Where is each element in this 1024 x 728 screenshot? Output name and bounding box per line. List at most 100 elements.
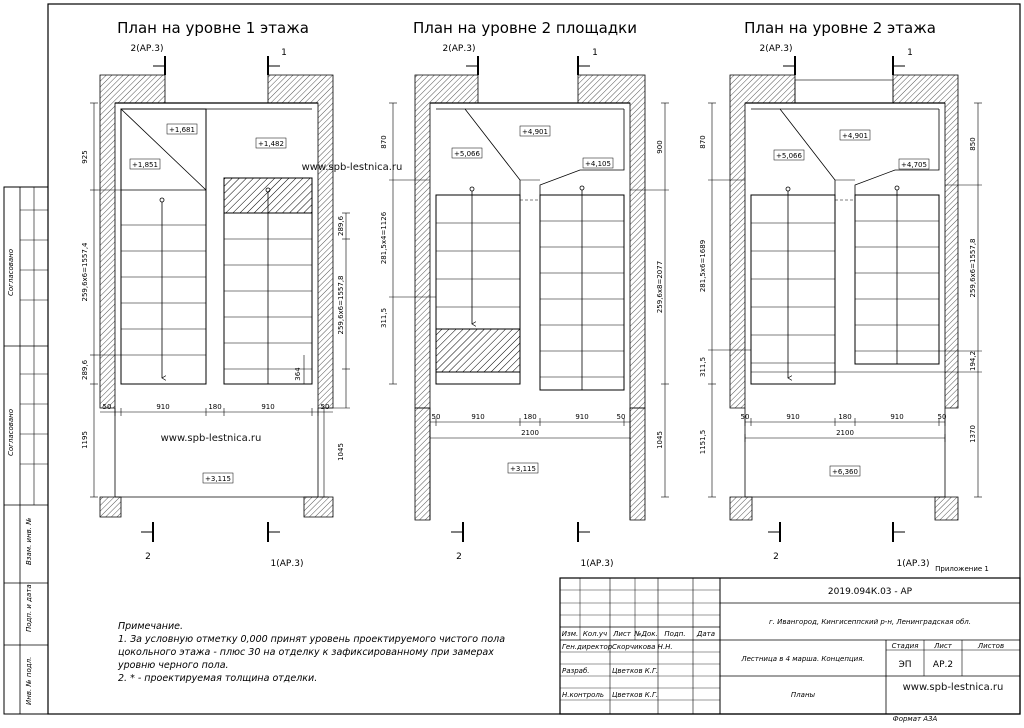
- format-label: Формат А3А: [893, 715, 938, 723]
- plan3-dim-left-3: 1151,5: [699, 430, 707, 455]
- plan1-section-bottom-right: 1(АР.3): [271, 559, 304, 569]
- plan3-section-top-right: 1: [907, 48, 913, 58]
- plan1-dim-right-2: 364: [294, 367, 302, 381]
- sheets-label: Листов: [977, 642, 1004, 650]
- plan2-dim-left-1: 281,5х4=1126: [380, 211, 388, 264]
- plan3-title: План на уровне 2 этажа: [744, 19, 936, 37]
- plan3-dim-right-3: 1370: [969, 425, 977, 443]
- col-list: Лист: [612, 630, 632, 638]
- notes-heading: Примечание.: [118, 621, 184, 632]
- watermark-2: www.spb-lestnica.ru: [161, 433, 262, 444]
- title-block-watermark: www.spb-lestnica.ru: [903, 682, 1004, 693]
- plan2-section-top-left: 2(АР.3): [443, 44, 476, 54]
- stage-label: Стадия: [892, 642, 919, 650]
- inv-replace-label: Взам. инв. №: [25, 517, 33, 565]
- plan3-dim-right-0: 850: [969, 137, 977, 150]
- plan3-level-1: +5,066: [776, 152, 802, 160]
- inv-orig-label: Инв. № подл.: [25, 657, 33, 705]
- notes-line-2: цокольного этажа - плюс 30 на отделку к …: [118, 647, 494, 658]
- role-0: Ген.директор: [562, 643, 613, 651]
- plan3-level-2: +4,705: [901, 161, 927, 169]
- plan3-dim-left-0: 870: [699, 135, 707, 148]
- plan3-section-bottom-right: 1(АР.3): [897, 559, 930, 569]
- plan1-level-0: +1,681: [169, 126, 195, 134]
- col-date: Дата: [696, 630, 715, 638]
- plan2-dim-bottom-4: 50: [617, 413, 626, 421]
- doc-object: Лестница в 4 марша. Концепция.: [740, 655, 864, 663]
- plan3-dim-bottom-1: 910: [786, 413, 799, 421]
- plan1-dim-bottom-4: 50: [321, 403, 330, 411]
- plan1-dim-bottom-0: 50: [103, 403, 112, 411]
- plan1-dim-left-0: 925: [81, 150, 89, 163]
- plan3-section-top-left: 2(АР.3): [760, 44, 793, 54]
- doc-sheet-name: Планы: [791, 691, 816, 699]
- plan-1: +1,681 +1,482 +1,851 +3,115 925 259,6х6=…: [81, 44, 350, 569]
- plan2-dim-bottom-1: 910: [471, 413, 484, 421]
- plan2-level-3: +3,115: [510, 465, 536, 473]
- plan3-dim-left-2: 311,5: [699, 357, 707, 377]
- role-2: Н.контроль: [562, 691, 604, 699]
- sheet-frame: [47, 3, 1021, 715]
- plan3-dim-bottom-4: 50: [938, 413, 947, 421]
- plan1-section-top-right: 1: [281, 48, 287, 58]
- col-sign: Подп.: [664, 630, 685, 638]
- doc-code: 2019.094К.03 - АР: [828, 587, 913, 597]
- plan2-dim-bottom-2: 180: [523, 413, 536, 421]
- agreed-label-1: Согласовано: [7, 249, 15, 296]
- plan1-level-1: +1,482: [258, 140, 284, 148]
- plan1-dim-right-1: 259,6х6=1557,8: [337, 276, 345, 335]
- plan3-level-3: +6,360: [832, 468, 858, 476]
- plan2-title: План на уровне 2 площадки: [413, 19, 637, 37]
- notes-line-4: 2. * - проектируемая толщина отделки.: [118, 673, 318, 684]
- plan2-level-1: +5,066: [454, 150, 480, 158]
- plan2-width-total: 2100: [521, 429, 539, 437]
- sheet-value: АР.2: [933, 660, 953, 670]
- plan2-dim-left-0: 870: [380, 135, 388, 148]
- plan1-dim-left-3: 1195: [81, 431, 89, 449]
- left-stamp-column: Согласовано Согласовано Взам. инв. № Под…: [3, 186, 49, 715]
- plan1-level-2: +1,851: [132, 161, 158, 169]
- agreed-label-2: Согласовано: [7, 409, 15, 456]
- plan1-dim-right-3: 1045: [337, 443, 345, 461]
- plan1-dim-bottom-1: 910: [156, 403, 169, 411]
- plan2-section-bottom-right: 1(АР.3): [581, 559, 614, 569]
- plan2-dim-right-2: 1045: [656, 431, 664, 449]
- plan2-dim-left-2: 311,5: [380, 308, 388, 328]
- plan2-section-bottom-left: 2: [456, 552, 462, 562]
- plan-2: +4,901 +5,066 +4,105 +3,115 870 281,5х4=…: [380, 44, 669, 569]
- role-1: Разраб.: [562, 667, 590, 675]
- notes-line-3: уровню черного пола.: [118, 660, 229, 671]
- plan2-dim-right-0: 900: [656, 140, 664, 153]
- doc-address: г. Ивангород, Кингисеппский р-н, Ленингр…: [769, 618, 971, 626]
- appendix-label: Приложение 1: [935, 565, 989, 573]
- stage-value: ЭП: [898, 660, 911, 670]
- title-block: Изм. Кол.уч Лист №Док. Подп. Дата Ген.ди…: [559, 577, 1021, 723]
- plan2-dim-right-1: 259,6х8=2077: [656, 261, 664, 313]
- plan1-dim-right-0: 289,6: [337, 215, 345, 236]
- plan3-dim-bottom-2: 180: [838, 413, 851, 421]
- plan2-level-0: +4,901: [522, 128, 548, 136]
- plan1-dim-left-2: 289,6: [81, 359, 89, 380]
- plan3-section-bottom-left: 2: [773, 552, 779, 562]
- plan3-width-total: 2100: [836, 429, 854, 437]
- col-izm: Изм.: [562, 630, 578, 638]
- notes-line-1: 1. За условную отметку 0,000 принят уров…: [118, 634, 506, 645]
- name-2: Цветков К.Г.: [612, 691, 658, 699]
- plan1-level-3: +3,115: [205, 475, 231, 483]
- plan1-section-bottom-left: 2: [145, 552, 151, 562]
- name-0: Скорчикова Н.Н.: [612, 643, 673, 651]
- plan2-section-top-right: 1: [592, 48, 598, 58]
- plan1-dim-left-1: 259,6х6=1557,4: [81, 242, 89, 302]
- sheet-label: Лист: [933, 642, 953, 650]
- plan1-dim-bottom-2: 180: [208, 403, 221, 411]
- plan1-dim-bottom-3: 910: [261, 403, 274, 411]
- plan1-section-top-left: 2(АР.3): [131, 44, 164, 54]
- watermark-1: www.spb-lestnica.ru: [302, 162, 403, 173]
- col-kol: Кол.уч: [583, 630, 607, 638]
- plan2-dim-bottom-0: 50: [432, 413, 441, 421]
- notes-block: Примечание. 1. За условную отметку 0,000…: [118, 620, 538, 685]
- name-1: Цветков К.Г.: [612, 667, 658, 675]
- col-doc: №Док.: [633, 630, 658, 638]
- plan3-dim-bottom-0: 50: [741, 413, 750, 421]
